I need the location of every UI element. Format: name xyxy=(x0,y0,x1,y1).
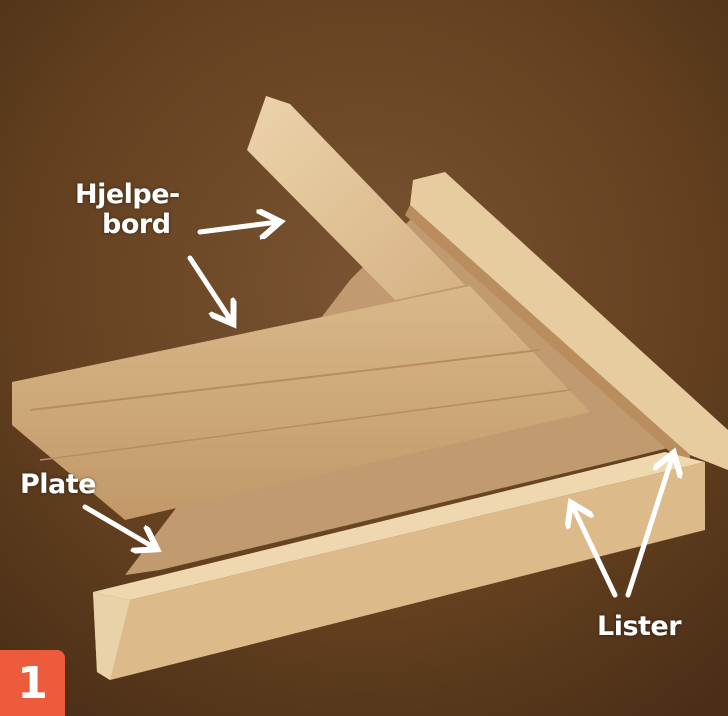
lower-helper-board xyxy=(12,286,590,520)
annotation-arrows xyxy=(82,222,673,598)
arrow-lister-front xyxy=(572,505,618,598)
arrow-hjelpebord-upper xyxy=(197,222,278,232)
wood-grain xyxy=(29,349,541,411)
arrow-hjelpebord-lower xyxy=(187,255,232,322)
arrow-plate xyxy=(82,504,155,548)
front-lister-end xyxy=(93,592,130,680)
wood-grain xyxy=(39,389,571,461)
label-plate: Plate xyxy=(20,469,96,500)
label-lister: Lister xyxy=(597,611,682,642)
arrow-lister-right xyxy=(625,455,673,598)
front-lister-top xyxy=(93,452,705,600)
front-lister xyxy=(93,462,705,680)
label-hjelpebord-line2: bord xyxy=(102,209,171,240)
upper-helper-board xyxy=(247,96,465,300)
right-lister xyxy=(410,172,728,470)
step-number-badge: 1 xyxy=(0,650,65,716)
label-hjelpebord-line1: Hjelpe- xyxy=(75,179,180,210)
right-lister-side xyxy=(405,205,690,470)
label-hjelpebord: Hjelpe- bord xyxy=(75,180,180,240)
